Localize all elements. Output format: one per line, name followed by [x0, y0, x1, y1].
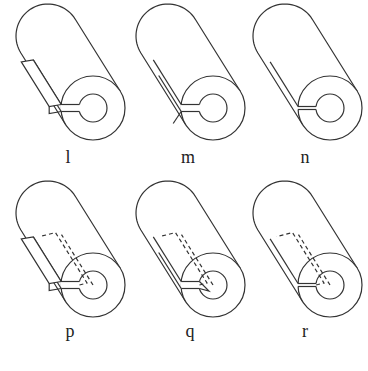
hidden-line	[277, 233, 325, 285]
slot	[297, 284, 317, 287]
slot-edge	[298, 283, 316, 284]
insulated-pipe	[16, 4, 125, 140]
hidden-line	[299, 235, 331, 285]
slot-edge	[61, 288, 79, 289]
hidden-line	[40, 233, 88, 285]
pipe-body	[253, 181, 357, 302]
slot-edge	[298, 286, 316, 287]
pipe-bore	[199, 94, 227, 122]
pipe-end	[181, 76, 245, 140]
figure-letter: n	[301, 148, 310, 166]
slot	[180, 282, 200, 289]
insulated-pipe	[253, 181, 362, 317]
figure-letter: p	[66, 322, 75, 340]
flap-edge	[49, 107, 61, 114]
slot-line	[153, 60, 181, 105]
insulated-pipe	[253, 4, 362, 140]
flap	[21, 60, 61, 107]
slot	[297, 107, 317, 110]
slot-edge	[298, 106, 316, 107]
insulated-pipe	[136, 4, 245, 140]
hidden-line	[182, 235, 214, 285]
hidden-line	[160, 233, 208, 285]
figure-letter: q	[186, 322, 195, 340]
pipe-end	[298, 76, 362, 140]
pipe-body	[253, 4, 357, 125]
slot-edge	[173, 112, 181, 124]
pipe-bore	[79, 94, 107, 122]
insulated-pipe	[136, 181, 245, 317]
hidden-line	[62, 235, 94, 285]
slot-edge	[181, 281, 199, 282]
flap	[21, 237, 61, 284]
slot-edge	[199, 282, 209, 292]
figure-letter: l	[65, 148, 70, 166]
pipe-bore	[316, 94, 344, 122]
slot-line	[270, 62, 298, 107]
pipe-body	[16, 181, 120, 302]
slot-line	[270, 239, 298, 284]
flap-edge	[49, 284, 61, 291]
slot-edge	[298, 109, 316, 110]
pipe-end	[61, 76, 125, 140]
slot-edge	[181, 111, 199, 112]
pipe-body	[136, 181, 240, 302]
pipe-body	[16, 4, 120, 125]
slot-edge	[181, 288, 199, 289]
slot-line	[153, 237, 181, 282]
slot	[60, 282, 80, 289]
slot-line	[159, 253, 182, 289]
slot-edge	[61, 111, 79, 112]
slot-edge	[181, 104, 199, 105]
pipe-body	[136, 4, 240, 125]
figure-letter: r	[302, 322, 308, 340]
slot	[60, 105, 80, 112]
slot-edge	[61, 281, 79, 282]
slot-line	[159, 76, 182, 112]
figure-letter: m	[181, 148, 195, 166]
slot-edge	[61, 104, 79, 105]
insulated-pipe	[16, 181, 125, 317]
slot	[180, 105, 200, 112]
